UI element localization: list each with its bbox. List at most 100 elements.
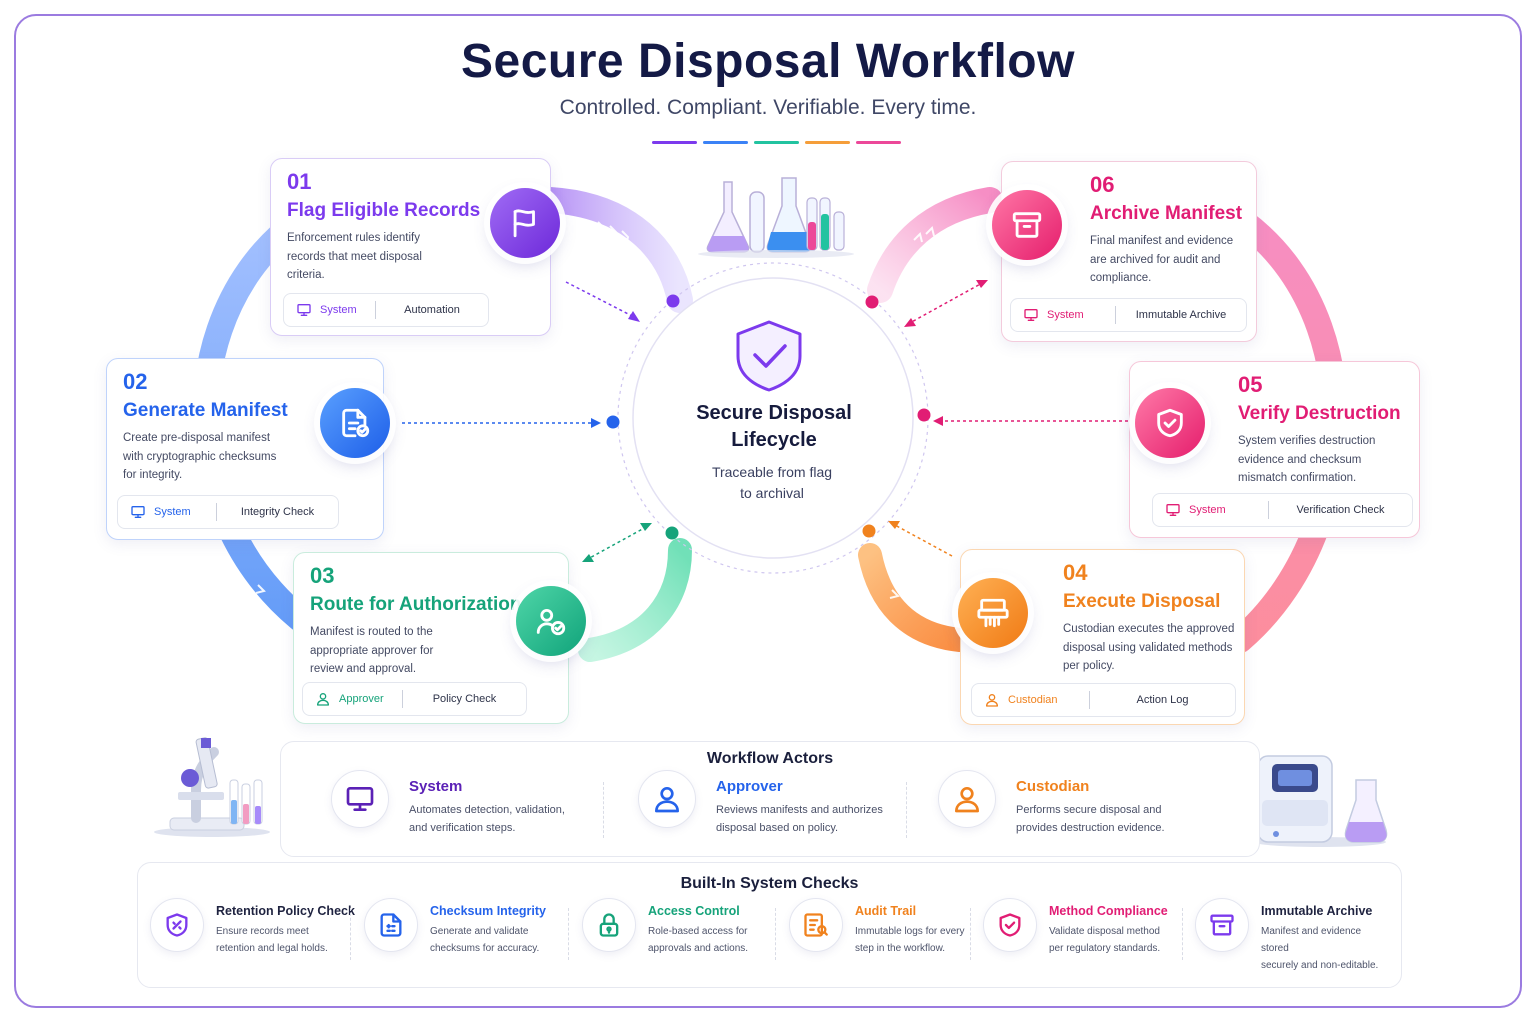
step-description-line: Enforcement rules identify (287, 232, 420, 244)
step-description-line: criteria. (287, 269, 325, 281)
log-search-icon (789, 898, 843, 952)
check-name: Retention Policy Check (216, 904, 355, 918)
step-description-line: Manifest is routed to the (310, 626, 433, 638)
actor-description-line: Performs secure disposal and (1016, 804, 1162, 816)
monitor-icon (296, 302, 312, 318)
page-subtitle: Controlled. Compliant. Verifiable. Every… (559, 96, 977, 119)
lock-icon (582, 898, 636, 952)
tag-separator (216, 503, 217, 521)
actor-divider (603, 782, 604, 838)
center-title-line: Lifecycle (731, 429, 817, 451)
step-check-label: Policy Check (432, 693, 497, 705)
check-divider (568, 908, 569, 960)
color-swatch (703, 141, 748, 144)
step-check-label: Action Log (1136, 694, 1189, 706)
step-actor-tag: System (1011, 299, 1115, 331)
actor-name: Custodian (1016, 778, 1090, 795)
check-divider (1182, 908, 1183, 960)
actor-description-line: disposal based on policy. (716, 822, 839, 834)
step-description-line: per policy. (1063, 660, 1115, 672)
user-icon (638, 770, 696, 828)
step-description-line: Custodian executes the approved (1063, 623, 1235, 635)
check-description: Immutable logs for every step in the work… (855, 923, 985, 957)
step-actor-label: System (1047, 309, 1084, 321)
check-name: Audit Trail (855, 904, 917, 918)
check-name: Checksum Integrity (430, 904, 547, 918)
user-icon (984, 692, 1000, 708)
tag-separator (1089, 691, 1090, 709)
check-description-line: Ensure records meet (216, 926, 309, 937)
step-description-line: disposal using validated methods (1063, 641, 1233, 654)
connector-arrowheads (582, 280, 988, 562)
step-description-line: Create pre-disposal manifest (123, 432, 271, 444)
check-divider (775, 908, 776, 960)
shield-check-icon (983, 898, 1037, 952)
tag-separator (402, 690, 403, 708)
arc-step1 (537, 187, 693, 313)
step-number: 03 (310, 563, 335, 588)
step-description: System verifies destruction evidence and … (1238, 432, 1375, 488)
system-checks-panel: Built-In System Checks (137, 862, 1402, 988)
step-badge-flag-icon (490, 188, 560, 258)
actor-name: Approver (716, 778, 783, 795)
arc-step4 (858, 543, 972, 652)
system-checks-title: Built-In System Checks (680, 875, 859, 892)
monitor-icon (1165, 502, 1181, 518)
step-actor-label: Custodian (1008, 694, 1058, 706)
center-shield-icon (736, 320, 802, 392)
check-description-line: checksums for accuracy. (430, 943, 540, 954)
center-subtitle: Traceable from flag to archival (672, 462, 872, 504)
step-description-line: compliance. (1090, 272, 1152, 284)
step-badge-user-approve-icon (516, 586, 586, 656)
tag-separator (375, 301, 376, 319)
center-subtitle-line: Traceable from flag (711, 464, 833, 480)
step-badge-document-check-icon (320, 388, 390, 458)
actor-description-line: provides destruction evidence. (1016, 822, 1165, 834)
tag-separator (1115, 306, 1116, 324)
actor-name: System (409, 778, 463, 795)
user-icon (315, 691, 331, 707)
actor-description: Automates detection, validation,and veri… (409, 801, 589, 837)
color-swatch (652, 141, 697, 144)
microscope-illustration (154, 737, 270, 837)
check-description-line: step in the workflow. (855, 943, 946, 954)
step-description-line: System verifies destruction (1238, 435, 1376, 447)
step-description-line: are archived for audit and (1090, 253, 1221, 266)
step-actor-tag: System (1153, 494, 1268, 526)
step-actor-tag: System (118, 496, 216, 528)
check-description-line: Generate and validate (430, 926, 529, 937)
actor-description: Performs secure disposal and provides des… (1016, 801, 1196, 837)
document-checksum-icon (364, 898, 418, 952)
check-description-line: Validate disposal method (1049, 926, 1160, 937)
step-description-line: appropriate approver for (310, 644, 434, 657)
shield-slash-icon (150, 898, 204, 952)
actor-divider (906, 782, 907, 838)
workflow-actors-title: Workflow Actors (706, 750, 834, 767)
step-actor-tag: Custodian (972, 684, 1089, 716)
check-description-line: Role-based access for (648, 926, 748, 937)
check-description-line: retention and legal holds. (216, 943, 328, 954)
check-divider (350, 908, 351, 960)
step-description: Custodian executes the approved disposal … (1063, 620, 1234, 676)
check-name: Access Control (648, 904, 740, 918)
step-description-line: evidence and checksum (1238, 453, 1362, 466)
actor-description-line: Automates detection, validation, (409, 804, 565, 816)
workflow-actors-panel: Workflow Actors (280, 741, 1260, 857)
check-description-line: Immutable logs for every (855, 926, 965, 937)
step-title: Archive Manifest (1090, 203, 1243, 224)
